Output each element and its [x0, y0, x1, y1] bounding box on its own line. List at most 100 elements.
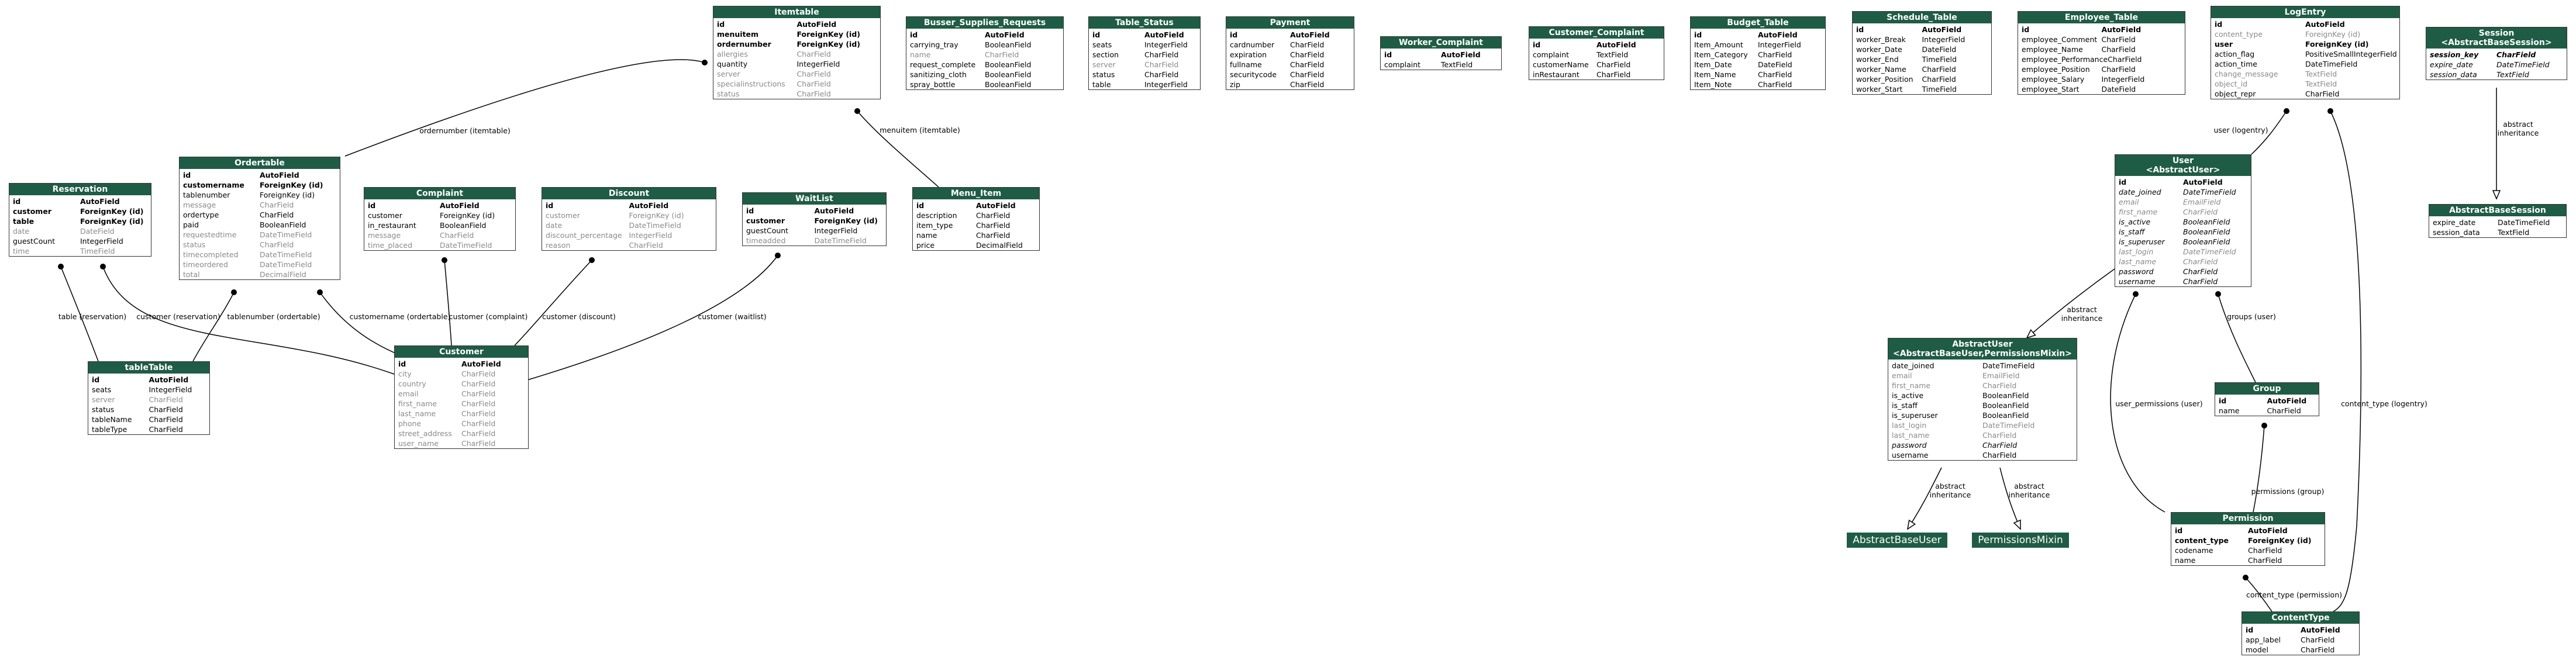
- field-type: IntegerField: [796, 60, 840, 68]
- field-type: CharField: [1290, 50, 1325, 59]
- field-name: phone: [398, 419, 422, 428]
- field-name: Item_Category: [1694, 50, 1748, 59]
- field-type: CharField: [2301, 645, 2335, 654]
- field-name: date_joined: [1892, 361, 1934, 370]
- field-name: table: [1092, 80, 1111, 89]
- field-name: is_superuser: [1892, 411, 1938, 420]
- field-type: CharField: [1144, 60, 1179, 69]
- field-name: is_staff: [1892, 401, 1918, 410]
- field-type: DateField: [1758, 60, 1792, 69]
- field-type: CharField: [260, 201, 294, 209]
- field-type: IntegerField: [80, 237, 123, 246]
- field-type: AutoField: [461, 360, 501, 368]
- field-type: AutoField: [2248, 526, 2288, 535]
- edge-endpoint-dot: [2133, 291, 2139, 297]
- field-type: CharField: [260, 210, 294, 219]
- field-type: CharField: [629, 241, 663, 250]
- field-name: id: [2219, 396, 2227, 405]
- field-type: AutoField: [629, 201, 669, 210]
- edge-endpoint-dot: [442, 257, 447, 263]
- field-name: customer: [546, 211, 580, 220]
- field-type: DateTimeField: [2183, 247, 2236, 256]
- field-type: BooleanField: [440, 221, 487, 230]
- field-type: AutoField: [1758, 30, 1798, 39]
- field-type: IntegerField: [629, 231, 673, 240]
- field-name: expire_date: [2433, 218, 2476, 227]
- table-abstractuser: AbstractUser <AbstractBaseUser,Permissio…: [1888, 338, 2077, 461]
- field-name: id: [92, 375, 100, 384]
- edge-label-ctperm: content_type (permission): [2246, 590, 2343, 599]
- field-type: CharField: [440, 231, 474, 240]
- field-type: AutoField: [1922, 25, 1962, 34]
- edge-userlog: [2251, 110, 2287, 155]
- field-type: CharField: [1922, 65, 1956, 74]
- edge-label-userlog: user (logentry): [2213, 126, 2268, 134]
- field-type: ForeignKey (id): [796, 40, 861, 49]
- table-title: Session <AbstractBaseSession>: [2426, 27, 2567, 50]
- edge-tableres: [60, 266, 99, 362]
- field-name: employee_Comment: [2022, 35, 2098, 44]
- field-name: status: [92, 405, 115, 414]
- field-type: AutoField: [80, 197, 120, 206]
- field-type: DateTimeField: [1982, 421, 2035, 430]
- field-type: CharField: [2183, 208, 2218, 216]
- field-type: AutoField: [1596, 40, 1636, 49]
- table-title: Menu_Item: [913, 188, 1039, 201]
- field-type: ForeignKey (id): [814, 216, 878, 225]
- field-name: price: [916, 241, 935, 250]
- table-title: Itemtable: [713, 6, 880, 19]
- field-name: specialinstructions: [717, 80, 785, 88]
- field-name: password: [2119, 267, 2154, 276]
- table-title: Customer: [395, 346, 528, 359]
- field-name: city: [398, 369, 412, 378]
- field-row: id AutoField: [2171, 526, 2325, 535]
- field-name: username: [2119, 277, 2156, 286]
- field-name: username: [1892, 451, 1929, 459]
- field-name: tableType: [92, 425, 127, 434]
- edge-endpoint-dot: [589, 257, 595, 263]
- field-type: CharField: [461, 429, 496, 438]
- table-title: Table_Status: [1089, 17, 1200, 30]
- table-title: ContentType: [2242, 612, 2359, 625]
- field-type: IntegerField: [1144, 40, 1188, 49]
- field-name: id: [2175, 526, 2183, 535]
- field-name: country: [398, 379, 426, 388]
- class-abstractbaseuser: AbstractBaseUser: [1847, 533, 1947, 548]
- field-type: DateTimeField: [2305, 60, 2358, 68]
- field-type: CharField: [461, 389, 496, 398]
- field-type: CharField: [2183, 267, 2218, 276]
